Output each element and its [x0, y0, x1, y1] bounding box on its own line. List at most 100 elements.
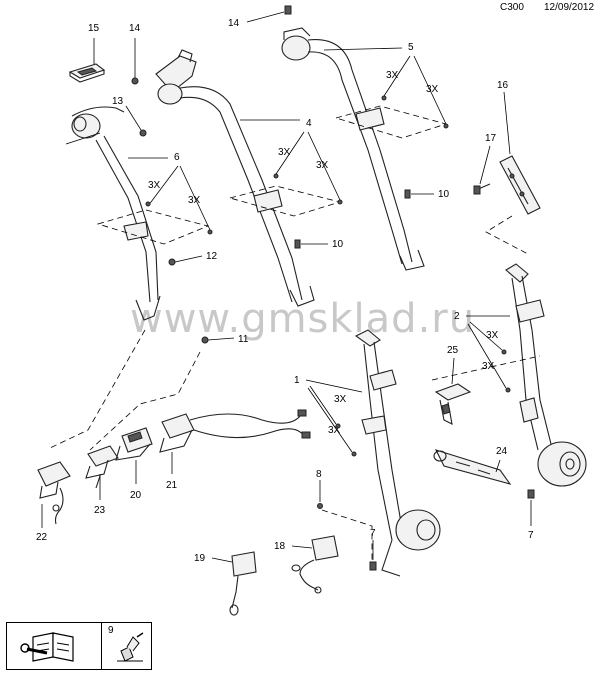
part-10-bolt-center: [294, 239, 301, 249]
book-wrench-icon: [20, 632, 74, 662]
callout-15: 15: [88, 23, 100, 34]
callout-22: 22: [36, 532, 48, 543]
leader-6-3x-b: [179, 165, 211, 231]
part-14-bolt-top: [284, 5, 292, 15]
callout-12: 12: [206, 251, 218, 262]
callout-25: 25: [447, 345, 459, 356]
part-20-buckle: [115, 427, 153, 461]
qty-1-b: 3X: [328, 425, 341, 436]
callout-13: 13: [112, 96, 124, 107]
callout-21: 21: [166, 480, 178, 491]
callout-4: 4: [306, 118, 312, 129]
part-23-buckle: [85, 445, 119, 489]
part-8-screw: [317, 503, 323, 509]
qty-2-b: 3X: [482, 361, 495, 372]
part-6-screw-a: [145, 201, 151, 207]
leader-19: [211, 557, 233, 563]
adhesive-tube-icon: [117, 632, 144, 662]
leader-1: [305, 379, 363, 393]
part-4-screw-b: [337, 199, 343, 205]
dashed-buckle-route-1: [49, 329, 146, 449]
part-18-buckle: [291, 535, 339, 594]
qty-6-a: 3X: [148, 180, 161, 191]
leader-5-3x-b: [413, 55, 447, 125]
part-14-bolt-left: [131, 77, 139, 85]
callout-7-center: 7: [370, 528, 376, 539]
callout-23: 23: [94, 505, 106, 516]
mount-plane-6: [96, 209, 210, 245]
dashed-16-link: [485, 215, 529, 255]
leader-16: [503, 91, 511, 155]
callout-19: 19: [194, 553, 206, 564]
legend-callout-9: 9: [108, 625, 114, 636]
part-7-bolt-right: [527, 489, 535, 499]
part-2-screw-b: [505, 387, 511, 393]
callout-20: 20: [130, 490, 142, 501]
callout-10-right: 10: [438, 189, 450, 200]
leader-2-3x-b: [467, 323, 507, 389]
part-22-buckle: [37, 461, 71, 525]
part-5-belt-assembly: [281, 27, 425, 271]
callout-5: 5: [408, 42, 414, 53]
leader-25: [451, 357, 455, 385]
part-16-height-adjuster: [499, 155, 541, 215]
qty-5-b: 3X: [426, 84, 439, 95]
part-25-buckle: [434, 383, 472, 425]
part-4-center-belt: [155, 49, 315, 307]
part-2-belt-assembly: [505, 263, 587, 487]
leader-17: [479, 145, 491, 185]
part-24-pretensioner: [433, 449, 512, 485]
qty-2-a: 3X: [486, 330, 499, 341]
leader-5: [323, 47, 403, 51]
part-5-screw-b: [443, 123, 449, 129]
part-5-screw-a: [381, 95, 387, 101]
leader-1-3x-b: [307, 387, 353, 453]
mount-plane-2: [431, 355, 541, 381]
part-15-cover: [68, 63, 106, 83]
part-6-belt-assembly: [71, 106, 161, 321]
callout-8: 8: [316, 469, 322, 480]
callout-14-left: 14: [129, 23, 141, 34]
part-10-bolt-right: [404, 189, 411, 199]
qty-6-b: 3X: [188, 195, 201, 206]
callout-1: 1: [294, 375, 300, 386]
callout-24: 24: [496, 446, 508, 457]
leader-4-3x-b: [307, 131, 341, 201]
dashed-1-link: [321, 509, 373, 560]
part-1-screw-a: [335, 423, 341, 429]
mount-plane-4: [228, 185, 342, 217]
part-4-screw-a: [273, 173, 279, 179]
callout-10-center: 10: [332, 239, 344, 250]
leader-12: [174, 255, 203, 263]
diagram-code: C300: [500, 2, 524, 13]
part-1-screw-b: [351, 451, 357, 457]
leader-1-3x-a: [309, 385, 337, 425]
callout-14-top: 14: [228, 18, 240, 29]
part-7-bolt-center: [369, 561, 377, 571]
leader-14-top: [246, 11, 285, 23]
part-19-buckle: [229, 551, 257, 616]
callout-2: 2: [454, 311, 460, 322]
leader-24: [495, 459, 501, 473]
part-6-screw-b: [207, 229, 213, 235]
part-1-belt-assembly: [354, 329, 441, 577]
legend-box: 9: [6, 622, 152, 670]
part-12-nut: [168, 258, 176, 266]
diagram-date: 12/09/2012: [544, 2, 595, 13]
part-2-screw-a: [501, 349, 507, 355]
callout-6: 6: [174, 152, 180, 163]
leader-13: [125, 105, 142, 131]
leader-5-3x-a: [383, 55, 411, 97]
callout-17: 17: [485, 133, 497, 144]
leader-11: [207, 337, 235, 341]
qty-4-b: 3X: [316, 160, 329, 171]
leader-18: [291, 545, 313, 549]
part-21-buckle-harness: [159, 409, 311, 453]
callout-18: 18: [274, 541, 286, 552]
leader-6-end: [65, 132, 101, 145]
part-11-nut: [201, 336, 209, 344]
part-17-bolt-head: [473, 185, 481, 195]
callout-7-right: 7: [528, 530, 534, 541]
qty-4-a: 3X: [278, 147, 291, 158]
